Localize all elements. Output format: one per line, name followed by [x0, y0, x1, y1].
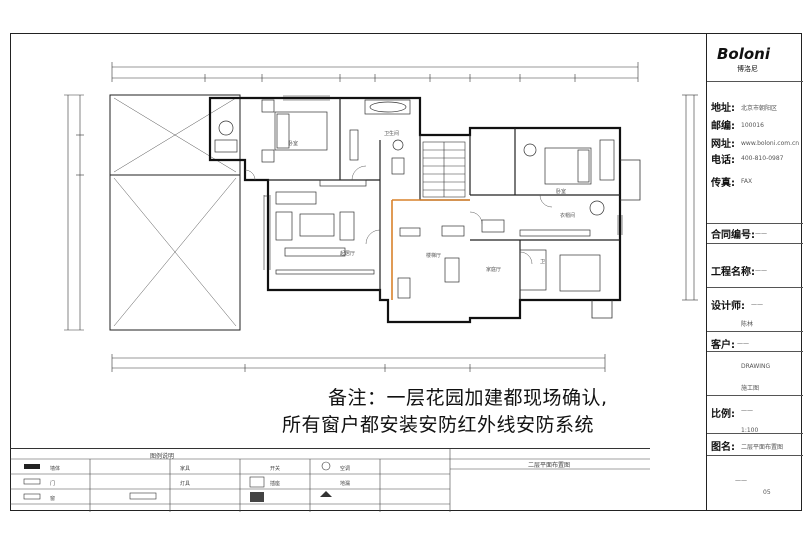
room-label-bath: 卫生间 [384, 131, 400, 137]
center-furniture [397, 219, 591, 299]
website-label: 网址: [711, 139, 735, 150]
client-value: —— [737, 340, 749, 347]
brand-logo: Boloni [717, 45, 771, 63]
dimension-lines-top [111, 62, 639, 82]
brand-subtitle: 博洛尼 [737, 65, 758, 73]
drawing-frame [10, 33, 802, 511]
room-label-family: 家庭厅 [486, 267, 502, 273]
postcode-label: 邮编: [711, 121, 735, 132]
drawn-value: DRAWING [741, 363, 771, 370]
postcode-value: 100016 [741, 122, 764, 129]
dimension-lines-bottom [111, 354, 606, 372]
exterior-walls [208, 96, 622, 324]
room-label-living: 起居厅 [340, 251, 356, 257]
client-label: 客户: [711, 340, 735, 351]
note-line-1: 备注：一层花园加建都现场确认, [328, 387, 608, 409]
sheet-value: 二层平面布置图 [741, 444, 784, 451]
legend-item: 地漏 [340, 481, 351, 487]
page-number: 05 [763, 489, 771, 496]
dimension-lines-left [64, 94, 84, 331]
sheet-label: 图名: [711, 442, 735, 453]
address-label: 地址: [711, 103, 735, 114]
fax-value: FAX [741, 178, 753, 185]
living-furniture [275, 179, 375, 275]
legend-item: 墙体 [50, 466, 61, 472]
legend-title: 图例说明 [150, 453, 175, 460]
legend-center-title: 二层平面布置图 [528, 462, 571, 469]
room-label-bedroom-left: 卧室 [288, 141, 299, 147]
scale-label: 比例: [711, 409, 735, 420]
balcony-right [591, 159, 641, 319]
note-line-2: 所有窗户都安装安防红外线安防系统 [282, 414, 595, 436]
legend-item: 空调 [340, 466, 351, 472]
windows [263, 95, 623, 270]
title-block: Boloni 博洛尼 地址: 北京市朝阳区 邮编: 100016 网址: www… [706, 33, 803, 511]
scale-top: —— [741, 407, 753, 414]
phone-value: 400-810-0987 [741, 155, 784, 162]
door-swings [244, 165, 553, 265]
stair [422, 141, 466, 198]
designer-label: 设计师: [711, 301, 745, 312]
legend-item: 家具 [180, 466, 191, 472]
legend-grid [10, 449, 650, 512]
designer-value: —— [751, 301, 763, 308]
room-label-bedroom-right: 卧室 [556, 189, 567, 195]
contract-label: 合同编号: [711, 230, 755, 241]
page-text: —— [735, 477, 747, 484]
date-value: 施工图 [741, 385, 760, 392]
website-value: www.boloni.com.cn [741, 140, 800, 147]
designer-name: 陈林 [741, 321, 754, 328]
legend-item: 门 [50, 481, 56, 487]
dimension-lines-right [682, 94, 698, 301]
legend-item: 插座 [270, 481, 281, 487]
address-value: 北京市朝阳区 [741, 105, 778, 112]
room-label-hall: 楼梯厅 [426, 253, 442, 259]
bed-left [214, 99, 328, 163]
project-label: 工程名称: [711, 267, 755, 278]
contract-value: —— [755, 230, 767, 237]
legend-item: 灯具 [180, 481, 191, 487]
room-label-dress: 衣帽间 [560, 213, 576, 219]
fax-label: 传真: [711, 178, 735, 189]
phone-label: 电话: [711, 155, 735, 166]
scale-value: 1:100 [741, 427, 759, 434]
bed-right [519, 139, 615, 292]
terrace-left [109, 94, 241, 331]
bath-left [349, 99, 411, 175]
legend-table: 图例说明 二层平面布置图 墙体 门 窗 家具 灯具 开关 插座 空调 地漏 [10, 448, 650, 512]
hall-highlight [391, 199, 470, 300]
legend-item: 窗 [50, 496, 56, 502]
room-label-bath-right: 卫 [540, 259, 546, 265]
legend-item: 开关 [270, 466, 281, 472]
project-value: —— [755, 267, 767, 274]
